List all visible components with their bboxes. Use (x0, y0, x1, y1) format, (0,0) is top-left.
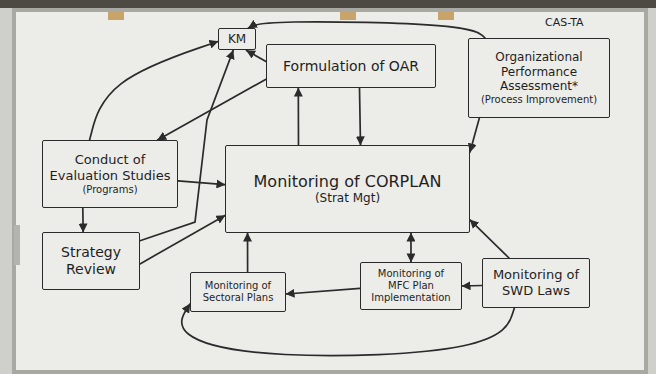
node-text: Organizational Performance Assessment* (474, 50, 604, 93)
connector-arrow (297, 88, 299, 145)
process-box: Conduct of Evaluation Studies(Programs) (42, 140, 178, 208)
process-box: Monitoring of SWD Laws (482, 258, 590, 308)
connector-arrow (90, 41, 218, 140)
connector-arrow (286, 288, 360, 294)
node-text: Conduct of Evaluation Studies (48, 152, 172, 183)
node-text: Formulation of OAR (283, 58, 419, 75)
node-text: KM (228, 32, 246, 46)
km-box: KM (218, 28, 256, 50)
process-box: Formulation of OAR (266, 44, 436, 88)
connector-arrow (82, 208, 84, 232)
connector-arrow (410, 233, 412, 262)
connector-arrow (247, 50, 267, 61)
process-box: Organizational Performance Assessment*(P… (468, 38, 610, 118)
board-surface (14, 10, 646, 372)
connector-arrow (359, 88, 362, 145)
node-text: Monitoring of MFC Plan Implementation (366, 268, 456, 304)
central-box: Monitoring of CORPLAN(Strat Mgt) (225, 145, 470, 233)
node-text: Monitoring of Sectoral Plans (196, 280, 280, 304)
frame-clip (14, 225, 20, 265)
connector-arrow (178, 181, 225, 185)
node-subtext: (Strat Mgt) (315, 191, 380, 205)
connector-arrow (462, 285, 482, 287)
connector-arrow (470, 220, 509, 258)
node-text: Monitoring of SWD Laws (488, 267, 584, 298)
magnet (438, 12, 454, 20)
node-text: Monitoring of CORPLAN (254, 172, 442, 191)
connector-arrow (470, 118, 479, 152)
node-text: Strategy Review (48, 244, 134, 278)
connector-arrow (140, 50, 233, 240)
process-box: Monitoring of MFC Plan Implementation (360, 262, 462, 310)
connector-arrow (158, 79, 266, 140)
magnet (108, 12, 124, 20)
connector-arrow (140, 215, 225, 264)
top-strip (0, 0, 656, 8)
process-box: Monitoring of Sectoral Plans (190, 272, 286, 312)
node-subtext: (Process Improvement) (481, 94, 597, 106)
magnet (340, 12, 356, 20)
board-note: CAS-TA (545, 16, 584, 29)
connector-arrow (248, 22, 485, 38)
process-box: Strategy Review (42, 232, 140, 290)
node-subtext: (Programs) (82, 184, 137, 196)
connector-arrow (247, 233, 249, 272)
